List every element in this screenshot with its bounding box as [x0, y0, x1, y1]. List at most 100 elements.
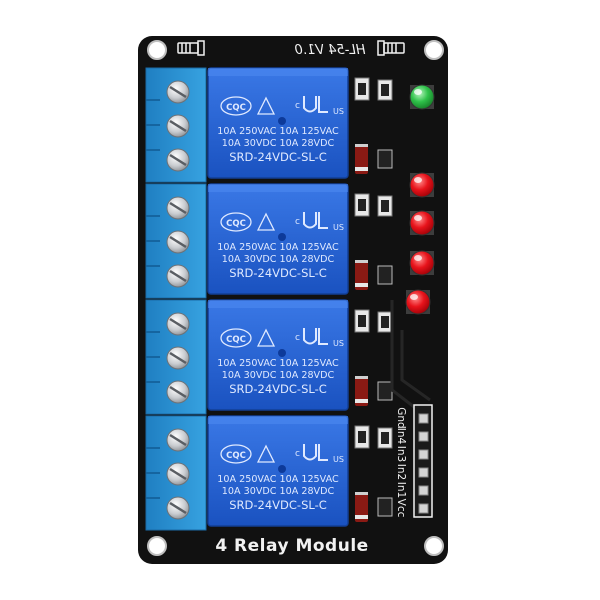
cqc-logo-icon: CQC	[220, 444, 252, 464]
smd-resistor-icon	[377, 79, 393, 101]
relay-dot	[278, 465, 286, 473]
relay-brand: CQC	[226, 335, 246, 345]
pin-label: In1	[395, 482, 407, 498]
ul-us-mark: US	[333, 455, 344, 464]
relay-spec-1: 10A 250VAC 10A 125VAC	[217, 242, 339, 253]
pin-label: In2	[395, 464, 407, 480]
terminal-screws	[166, 80, 190, 520]
screw-icon	[166, 114, 190, 138]
ul-logo-icon	[303, 96, 328, 113]
relay-spec-2: 10A 30VDC 10A 28VDC	[222, 138, 335, 149]
cqc-logo-icon: CQC	[220, 212, 252, 232]
relay-brand: CQC	[226, 451, 246, 461]
relay-dot	[278, 233, 286, 241]
ul-us-mark: US	[333, 223, 344, 232]
screw-silk-icon	[177, 40, 205, 56]
relay-spec-2: 10A 30VDC 10A 28VDC	[222, 370, 335, 381]
smd-transistor-icon	[377, 497, 393, 517]
pin-label: In4	[395, 428, 407, 445]
smd-diode-icon	[355, 492, 368, 522]
smd-diode-icon	[355, 260, 368, 290]
screw-icon	[166, 312, 190, 336]
header-pin	[418, 503, 429, 514]
smd-components	[354, 77, 393, 522]
header-pin	[418, 449, 429, 460]
leds	[405, 84, 435, 315]
pin-label: Vcc	[395, 499, 407, 518]
smd-diode-icon	[355, 144, 368, 174]
warning-triangle-icon	[256, 328, 276, 347]
header-pin	[418, 467, 429, 478]
version-label: HL-54 V1.0	[295, 43, 366, 58]
ul-logo-icon	[303, 212, 328, 229]
module-label: 4 Relay Module	[215, 536, 368, 556]
cqc-logo-icon: CQC	[220, 96, 252, 116]
channel-led-icon	[405, 289, 431, 315]
pin-label: In3	[395, 446, 407, 462]
smd-transistor-icon	[377, 381, 393, 401]
c-mark: c	[295, 333, 300, 343]
pcb-traces	[390, 300, 431, 412]
channel-led-icon	[409, 172, 435, 198]
header-pin	[418, 485, 429, 496]
relay-spec-1: 10A 250VAC 10A 125VAC	[217, 474, 339, 485]
relay-spec-2: 10A 30VDC 10A 28VDC	[222, 486, 335, 497]
smd-resistor-icon	[377, 195, 393, 217]
pin-header	[413, 404, 433, 518]
channel-led-icon	[409, 250, 435, 276]
screw-icon	[166, 196, 190, 220]
smd-resistor-icon	[377, 427, 393, 449]
warning-triangle-icon	[256, 96, 276, 115]
relay-model: SRD-24VDC-SL-C	[229, 498, 327, 512]
screw-silk-icon	[377, 40, 405, 56]
relay-model: SRD-24VDC-SL-C	[229, 382, 327, 396]
mounting-hole-icon	[147, 536, 167, 556]
warning-triangle-icon	[256, 212, 276, 231]
screw-icon	[166, 428, 190, 452]
smd-resistor-icon	[377, 311, 393, 333]
mounting-hole-icon	[147, 40, 167, 60]
smd-diode-icon	[355, 376, 368, 406]
c-mark: c	[295, 101, 300, 111]
smd-resistor-icon	[354, 77, 370, 101]
relay-brand: CQC	[226, 103, 246, 113]
smd-resistor-icon	[354, 309, 370, 333]
c-mark: c	[295, 217, 300, 227]
ul-logo-icon	[303, 444, 328, 461]
power-led-icon	[409, 84, 435, 110]
c-mark: c	[295, 449, 300, 459]
mounting-hole-icon	[424, 536, 444, 556]
smd-resistor-icon	[354, 425, 370, 449]
channel-led-icon	[409, 210, 435, 236]
smd-resistor-icon	[354, 193, 370, 217]
mounting-holes	[147, 40, 444, 556]
ul-logo-icon	[303, 328, 328, 345]
relay-dot	[278, 117, 286, 125]
relay-brand: CQC	[226, 219, 246, 229]
pin-label: Gnd	[395, 407, 407, 428]
mounting-hole-icon	[424, 40, 444, 60]
screw-icon	[166, 230, 190, 254]
header-pin	[418, 431, 429, 442]
screw-icon	[166, 264, 190, 288]
smd-transistor-icon	[377, 265, 393, 285]
relay-spec-1: 10A 250VAC 10A 125VAC	[217, 126, 339, 137]
warning-triangle-icon	[256, 444, 276, 463]
relay-spec-1: 10A 250VAC 10A 125VAC	[217, 358, 339, 369]
cqc-logo-icon: CQC	[220, 328, 252, 348]
screw-icon	[166, 346, 190, 370]
relay-dot	[278, 349, 286, 357]
relay-model: SRD-24VDC-SL-C	[229, 150, 327, 164]
screw-icon	[166, 496, 190, 520]
screw-icon	[166, 380, 190, 404]
smd-transistor-icon	[377, 149, 393, 169]
header-pin	[418, 413, 429, 424]
relay-model: SRD-24VDC-SL-C	[229, 266, 327, 280]
relay-spec-2: 10A 30VDC 10A 28VDC	[222, 254, 335, 265]
